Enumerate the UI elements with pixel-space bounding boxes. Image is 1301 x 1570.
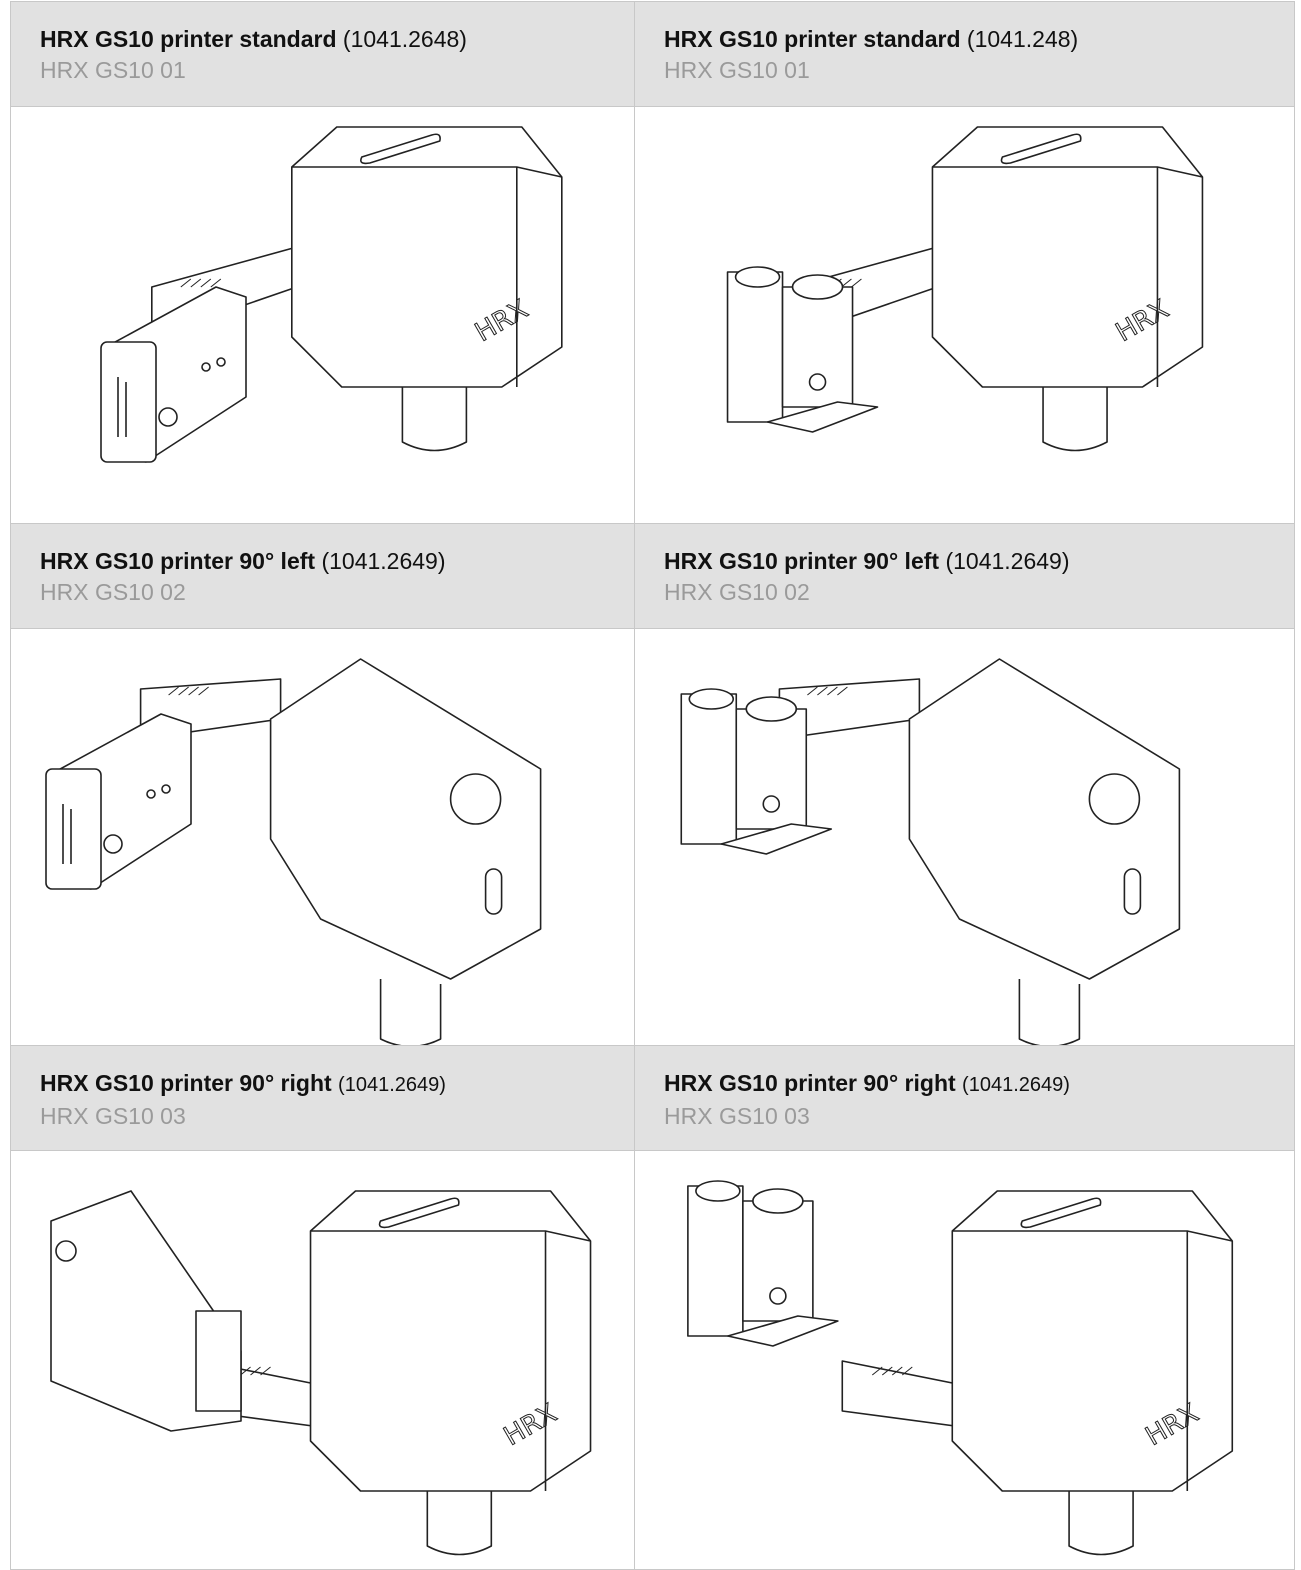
product-title: HRX GS10 printer 90° left (1041.2649) [40, 546, 634, 576]
product-title: HRX GS10 printer 90° left (1041.2649) [664, 546, 1294, 576]
image-cell [10, 628, 634, 1045]
product-code: (1041.2649) [338, 1074, 446, 1096]
header-cell: HRX GS10 printer standard (1041.2648) HR… [10, 1, 634, 106]
header-cell: HRX GS10 printer standard (1041.248) HRX… [634, 1, 1295, 106]
image-cell: HRX [10, 1150, 634, 1570]
image-cell: HRX [10, 106, 634, 523]
model-number: HRX GS10 02 [664, 579, 810, 605]
product-code: (1041.248) [966, 26, 1079, 52]
product-code: (1041.2648) [342, 26, 467, 52]
product-code: (1041.2649) [945, 548, 1070, 574]
model-number: HRX GS10 03 [664, 1103, 810, 1129]
model-number: HRX GS10 01 [664, 57, 810, 83]
printer-drawing: HRX [687, 1180, 1234, 1556]
printer-drawing: HRX [100, 126, 563, 463]
table-header-row: HRX GS10 printer 90° right (1041.2649) H… [10, 1045, 1295, 1150]
product-title: HRX GS10 printer 90° right (1041.2649) [664, 1068, 1294, 1100]
header-cell: HRX GS10 printer 90° right (1041.2649) H… [634, 1045, 1295, 1150]
printer-drawing [45, 658, 542, 1045]
product-code: (1041.2649) [321, 548, 446, 574]
product-name: HRX GS10 printer 90° right [664, 1070, 956, 1096]
product-name: HRX GS10 printer 90° left [664, 548, 940, 574]
table-image-row: HRX HRX [10, 1150, 1295, 1570]
product-name: HRX GS10 printer standard [664, 26, 961, 52]
product-name: HRX GS10 printer 90° right [40, 1070, 332, 1096]
header-cell: HRX GS10 printer 90° left (1041.2649) HR… [634, 523, 1295, 628]
product-table: HRX GS10 printer standard (1041.2648) HR… [10, 1, 1295, 1570]
model-number: HRX GS10 03 [40, 1103, 186, 1129]
table-image-row: HRX HRX [10, 106, 1295, 523]
product-title: HRX GS10 printer 90° right (1041.2649) [40, 1068, 634, 1100]
image-cell [634, 628, 1295, 1045]
header-cell: HRX GS10 printer 90° left (1041.2649) HR… [10, 523, 634, 628]
model-number: HRX GS10 02 [40, 579, 186, 605]
product-name: HRX GS10 printer 90° left [40, 548, 316, 574]
product-title: HRX GS10 printer standard (1041.2648) [40, 24, 634, 54]
product-name: HRX GS10 printer standard [40, 26, 337, 52]
table-image-row [10, 628, 1295, 1045]
model-number: HRX GS10 01 [40, 57, 186, 83]
image-cell: HRX [634, 106, 1295, 523]
printer-drawing [680, 658, 1181, 1045]
header-cell: HRX GS10 printer 90° right (1041.2649) H… [10, 1045, 634, 1150]
product-title: HRX GS10 printer standard (1041.248) [664, 24, 1294, 54]
printer-drawing: HRX [50, 1190, 592, 1556]
table-header-row: HRX GS10 printer 90° left (1041.2649) HR… [10, 523, 1295, 628]
product-code: (1041.2649) [962, 1074, 1070, 1096]
image-cell: HRX [634, 1150, 1295, 1570]
table-header-row: HRX GS10 printer standard (1041.2648) HR… [10, 1, 1295, 106]
printer-drawing: HRX [726, 126, 1204, 452]
